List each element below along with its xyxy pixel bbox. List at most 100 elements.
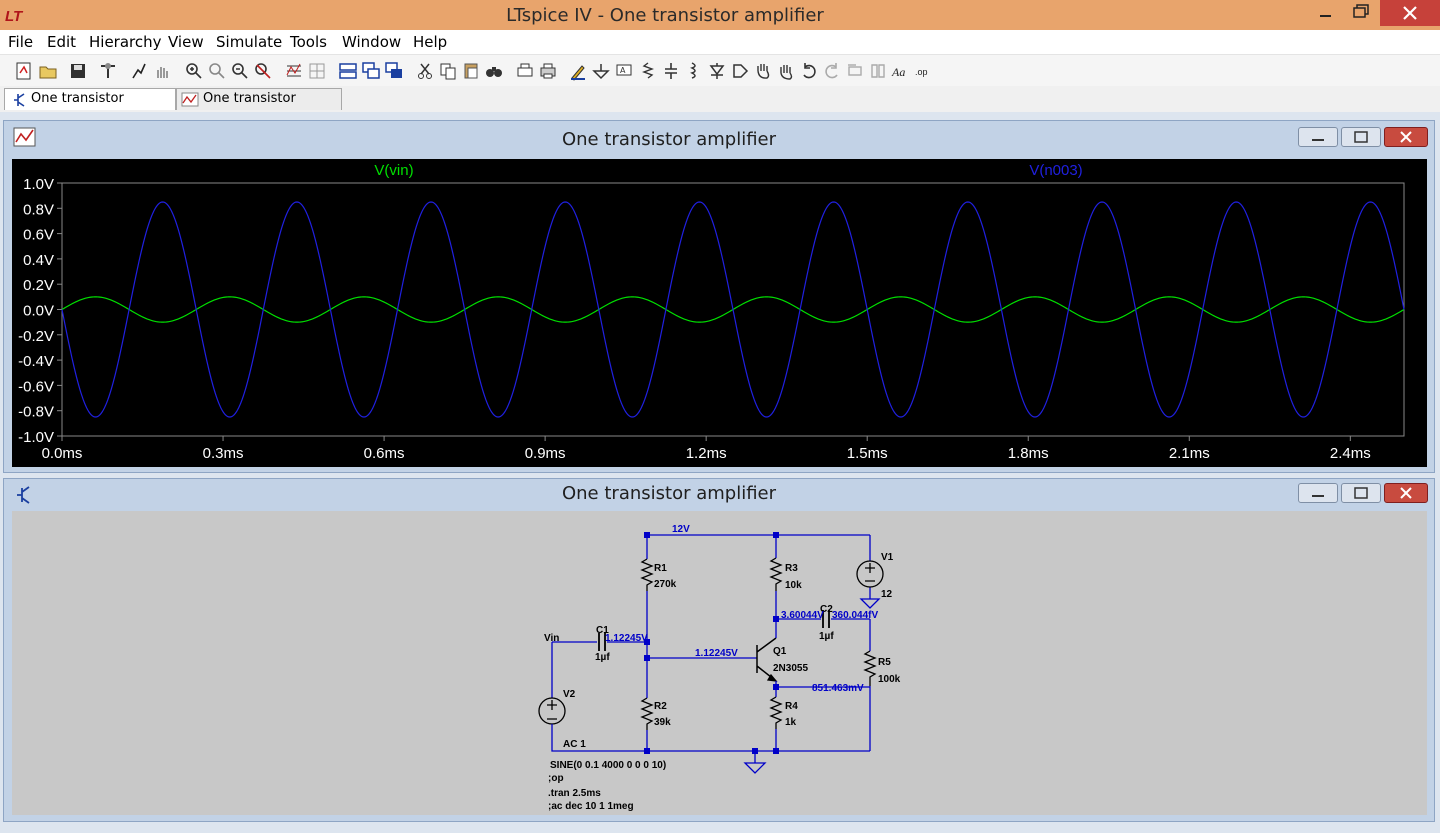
mirror-icon[interactable] bbox=[868, 61, 888, 81]
vin-net-label: Vin bbox=[544, 633, 559, 644]
menu-window[interactable]: Window bbox=[342, 33, 402, 51]
directive-ac[interactable]: ;ac dec 10 1 1meg bbox=[548, 801, 634, 812]
v1-ground-symbol[interactable] bbox=[859, 598, 881, 609]
wire-base[interactable] bbox=[646, 642, 757, 698]
tab-waveform[interactable]: One transistor amplifier bbox=[176, 88, 342, 126]
v1-source[interactable] bbox=[856, 560, 884, 588]
directive-sine[interactable]: SINE(0 0.1 4000 0 0 0 10) bbox=[550, 760, 666, 771]
print-preview-icon[interactable] bbox=[515, 61, 535, 81]
c1-capacitor[interactable] bbox=[598, 633, 606, 651]
grid-icon[interactable] bbox=[307, 61, 327, 81]
drag-icon[interactable] bbox=[776, 61, 796, 81]
wire-vin[interactable] bbox=[551, 641, 647, 698]
find-icon[interactable] bbox=[484, 61, 504, 81]
control-panel-icon[interactable] bbox=[98, 61, 118, 81]
x-tick-label: 0.3ms bbox=[203, 445, 244, 462]
redo-icon[interactable] bbox=[822, 61, 842, 81]
rotate-icon[interactable] bbox=[845, 61, 865, 81]
minimize-icon bbox=[1312, 139, 1324, 141]
menu-file[interactable]: File bbox=[8, 33, 34, 51]
autorange-icon[interactable] bbox=[284, 61, 304, 81]
schematic-close-button[interactable] bbox=[1384, 483, 1428, 503]
undo-icon[interactable] bbox=[799, 61, 819, 81]
print-icon[interactable] bbox=[538, 61, 558, 81]
maximize-button[interactable] bbox=[1343, 0, 1377, 22]
r1-resistor[interactable] bbox=[640, 558, 654, 591]
ground-symbol[interactable] bbox=[743, 751, 767, 774]
spice-directive-icon[interactable]: .op bbox=[914, 61, 934, 81]
menu-help[interactable]: Help bbox=[413, 33, 448, 51]
maximize-icon bbox=[1354, 131, 1368, 143]
paste-icon[interactable] bbox=[461, 61, 481, 81]
menu-simulate[interactable]: Simulate bbox=[216, 33, 283, 51]
waveform-minimize-button[interactable] bbox=[1298, 127, 1338, 147]
q1-model: 2N3055 bbox=[773, 663, 808, 674]
directive-op[interactable]: ;op bbox=[548, 773, 564, 784]
toolbar: A Aa .op bbox=[0, 54, 1440, 88]
inductor-icon[interactable] bbox=[684, 61, 704, 81]
copy-icon[interactable] bbox=[438, 61, 458, 81]
new-schematic-icon[interactable] bbox=[14, 61, 34, 81]
ground-icon[interactable] bbox=[591, 61, 611, 81]
waveform-maximize-button[interactable] bbox=[1341, 127, 1381, 147]
r2-label: R2 bbox=[654, 701, 667, 712]
close-icon bbox=[1403, 6, 1417, 20]
tile-horizontal-icon[interactable] bbox=[338, 61, 358, 81]
menu-view[interactable]: View bbox=[168, 33, 204, 51]
directive-tran[interactable]: .tran 2.5ms bbox=[548, 788, 601, 799]
menu-tools[interactable]: Tools bbox=[290, 33, 327, 51]
legend-vin: V(vin) bbox=[374, 162, 413, 179]
maximize-icon bbox=[1354, 487, 1368, 499]
menu-bar: File Edit Hierarchy View Simulate Tools … bbox=[0, 30, 1440, 54]
waveform-close-button[interactable] bbox=[1384, 127, 1428, 147]
waveform-chart[interactable]: 1.0V0.8V0.6V0.4V0.2V0.0V-0.2V-0.4V-0.6V-… bbox=[12, 159, 1427, 467]
r3-resistor[interactable] bbox=[769, 557, 783, 591]
schematic-canvas[interactable]: 12V R1 270k R2 39k R3 10k R4 1k R5 100k … bbox=[12, 511, 1427, 815]
q1-transistor[interactable] bbox=[756, 637, 777, 682]
capacitor-icon[interactable] bbox=[661, 61, 681, 81]
wire-v2-bottom[interactable] bbox=[551, 724, 870, 752]
wire-collector[interactable] bbox=[775, 535, 870, 638]
text-icon[interactable]: Aa bbox=[891, 61, 911, 81]
x-tick-label: 2.1ms bbox=[1169, 445, 1210, 462]
tab-schematic[interactable]: One transistor amplifier bbox=[4, 88, 176, 126]
c2-capacitor[interactable] bbox=[822, 610, 830, 628]
close-button[interactable] bbox=[1380, 0, 1440, 26]
y-tick-label: 0.4V bbox=[23, 252, 54, 269]
resistor-icon[interactable] bbox=[638, 61, 658, 81]
r3-label: R3 bbox=[785, 563, 798, 574]
minimize-button[interactable] bbox=[1310, 0, 1340, 22]
r1-label: R1 bbox=[654, 563, 667, 574]
zoom-pan-icon[interactable] bbox=[207, 61, 227, 81]
halt-icon[interactable] bbox=[152, 61, 172, 81]
cut-icon[interactable] bbox=[415, 61, 435, 81]
legend-vout: V(n003) bbox=[1029, 162, 1082, 179]
menu-edit[interactable]: Edit bbox=[47, 33, 77, 51]
open-folder-icon[interactable] bbox=[38, 61, 58, 81]
save-icon[interactable] bbox=[68, 61, 88, 81]
component-icon[interactable] bbox=[730, 61, 750, 81]
schematic-maximize-button[interactable] bbox=[1341, 483, 1381, 503]
move-icon[interactable] bbox=[753, 61, 773, 81]
schematic-drawing[interactable]: 12V R1 270k R2 39k R3 10k R4 1k R5 100k … bbox=[12, 511, 1427, 815]
r2-resistor[interactable] bbox=[640, 697, 654, 730]
menu-hierarchy[interactable]: Hierarchy bbox=[89, 33, 162, 51]
cascade-icon[interactable] bbox=[361, 61, 381, 81]
close-icon bbox=[1400, 487, 1412, 499]
close-all-icon[interactable] bbox=[384, 61, 404, 81]
run-icon[interactable] bbox=[128, 61, 148, 81]
zoom-out-icon[interactable] bbox=[230, 61, 250, 81]
label-net-icon[interactable]: A bbox=[614, 61, 634, 81]
r4-resistor[interactable] bbox=[769, 696, 783, 729]
ltspice-logo-icon: LT bbox=[5, 8, 24, 25]
r5-resistor[interactable] bbox=[863, 650, 877, 686]
schematic-minimize-button[interactable] bbox=[1298, 483, 1338, 503]
net-label-12v: 12V bbox=[672, 524, 690, 535]
diode-icon[interactable] bbox=[707, 61, 727, 81]
node-voltage-output: 360.044fV bbox=[832, 610, 878, 621]
draw-wire-icon[interactable] bbox=[568, 61, 588, 81]
zoom-fit-icon[interactable] bbox=[253, 61, 273, 81]
zoom-in-icon[interactable] bbox=[184, 61, 204, 81]
